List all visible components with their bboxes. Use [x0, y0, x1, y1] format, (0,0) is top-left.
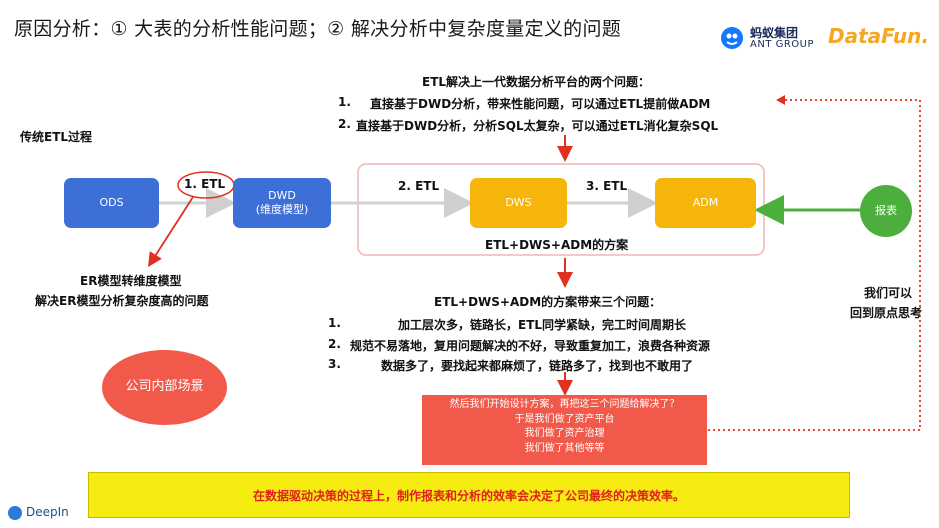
report-label: 报表 [875, 203, 897, 217]
report-circle: 报表 [860, 185, 912, 237]
recommendation-line1: 然后我们开始设计方案，再把这三个问题给解决了？ [449, 399, 680, 410]
dws-label: DWS [505, 195, 532, 209]
adm-box: ADM [655, 178, 756, 228]
ant-logo-line2: ANT GROUP [750, 39, 815, 50]
ods-label: ODS [99, 195, 124, 209]
dwd-box: DWD (维度模型) [233, 178, 331, 228]
adm-label: ADM [692, 195, 719, 209]
scheme-issues-title: ETL+DWS+ADM的方案带来三个问题： [434, 295, 662, 309]
recommendation-line2: 于是我们做了资产平台 [514, 413, 615, 425]
dwd-sublabel: (维度模型) [255, 203, 309, 216]
bottom-banner: 在数据驱动决策的过程上，制作报表和分析的效率会决定了公司最终的决策效率。 [88, 472, 850, 518]
ant-logo-icon [721, 27, 743, 49]
footer-logo: DeepIn [8, 505, 69, 520]
dotted-loop [708, 99, 921, 431]
bottom-banner-text: 在数据驱动决策的过程上，制作报表和分析的效率会决定了公司最终的决策效率。 [252, 488, 685, 503]
recommendation-line4: 我们做了其他等等 [524, 442, 605, 454]
company-scene-ellipse: 公司内部场景 [102, 350, 227, 425]
scheme-issue-1-text: 加工层次多，链路长，ETL同学紧缺，完工时间周期长 [398, 318, 687, 332]
er-note-line2: 解决ER模型分析复杂度高的问题 [35, 294, 209, 308]
er-note-line1: ER模型转维度模型 [80, 274, 182, 288]
footer-logo-text: DeepIn [26, 505, 69, 519]
scheme-issue-2-text: 规范不易落地，复用问题解决的不好，导致重复加工，浪费各种资源 [350, 339, 711, 353]
ant-logo-line1: 蚂蚁集团 [750, 26, 799, 40]
etl-issue-2-num: 2. [338, 117, 351, 131]
page-title: 原因分析：① 大表的分析性能问题；② 解决分析中复杂度量定义的问题 [14, 18, 622, 40]
scheme-issue-2-num: 2. [328, 337, 341, 351]
etl-issue-2-text: 直接基于DWD分析，分析SQL太复杂，可以通过ETL消化复杂SQL [356, 119, 719, 133]
etl-issue-1-text: 直接基于DWD分析，带来性能问题，可以通过ETL提前做ADM [370, 97, 711, 111]
arrow-etl1-er [148, 196, 194, 268]
dwd-label: DWD [268, 188, 296, 202]
scheme-issue-1-num: 1. [328, 316, 341, 330]
recommendation-box: 然后我们开始设计方案，再把这三个问题给解决了？ 于是我们做了资产平台 我们做了资… [422, 395, 707, 465]
scheme-issue-3-num: 3. [328, 357, 341, 371]
dws-box: DWS [470, 178, 567, 228]
recommendation-line3: 我们做了资产治理 [524, 428, 605, 439]
datafun-logo: DataFun. [828, 24, 929, 48]
right-note-line1: 我们可以 [864, 286, 913, 300]
ant-group-logo: 蚂蚁集团 ANT GROUP [720, 24, 815, 54]
dotted-loop-head [776, 95, 785, 105]
etl2-label: 2. ETL [398, 179, 440, 193]
etl-issue-1-num: 1. [338, 95, 351, 109]
etl3-label: 3. ETL [586, 179, 628, 193]
etl1-label: 1. ETL [184, 177, 226, 191]
right-note-line2: 回到原点思考 [850, 306, 923, 320]
scheme-issue-3-text: 数据多了，要找起来都麻烦了，链路多了，找到也不敢用了 [381, 359, 694, 373]
scheme-label: ETL+DWS+ADM的方案 [485, 238, 629, 252]
footer-logo-icon [8, 505, 22, 520]
ods-box: ODS [64, 178, 159, 228]
etl-issues-title: ETL解决上一代数据分析平台的两个问题： [422, 75, 651, 89]
traditional-etl-label: 传统ETL过程 [20, 130, 93, 144]
company-scene-label: 公司内部场景 [125, 379, 204, 395]
